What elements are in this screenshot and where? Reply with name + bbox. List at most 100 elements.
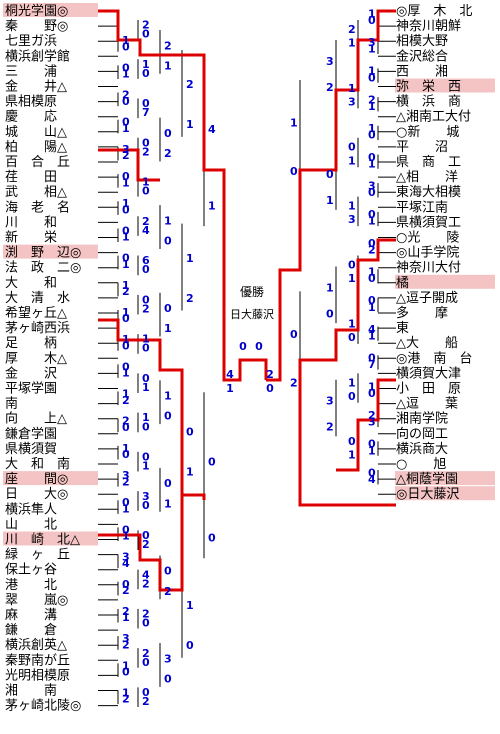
left-team-name: 厚 木△ xyxy=(5,351,67,366)
right-r3-score-top: 1 xyxy=(326,281,334,294)
right-team-name: 金沢総合 xyxy=(396,48,448,64)
left-team-name: 希望ヶ丘△ xyxy=(5,305,67,321)
left-r1-score-bottom: 0 xyxy=(122,40,130,53)
left-semi-score-bottom: 1 xyxy=(226,382,234,395)
left-r1-score-bottom: 1 xyxy=(122,122,130,135)
right-r1-score-bottom: 1 xyxy=(368,444,376,457)
left-r2-score-top: 1 xyxy=(142,333,150,346)
score-labels: 1001200132011001011210100112201032010134… xyxy=(122,7,376,708)
left-team-name: 日 大◎ xyxy=(5,487,68,502)
right-r3-score-bottom: 0 xyxy=(326,307,334,320)
right-r2-score-top: 2 xyxy=(348,23,356,36)
left-r2-score-bottom: 7 xyxy=(142,106,150,119)
right-r3-score-top: 0 xyxy=(326,168,334,181)
left-r2-score-bottom: 4 xyxy=(142,224,150,237)
left-r3-score-top: 1 xyxy=(164,390,172,403)
right-r4-score-top: 1 xyxy=(290,117,298,130)
left-r1-score-top: 1 xyxy=(122,333,130,346)
left-team-name: 足 柄 xyxy=(5,336,57,351)
right-r1-score-top: 3 xyxy=(368,179,376,192)
left-team-name: 海 老 名 xyxy=(5,199,70,215)
right-r4-score-bottom: 2 xyxy=(290,377,298,390)
left-team-name: 緑 ヶ 丘 xyxy=(5,548,70,563)
left-team-name: 横浜創英△ xyxy=(5,638,67,653)
right-team-name: △湘南工大付 xyxy=(396,109,471,125)
left-r2-score-top: 0 xyxy=(142,529,150,542)
right-r1-score-top: 1 xyxy=(368,7,376,20)
left-r1-score-top: 1 xyxy=(122,34,130,47)
left-r2-score-bottom: 2 xyxy=(142,145,150,158)
left-r1-score-top: 3 xyxy=(122,469,130,482)
right-team-name: 横浜商大 xyxy=(396,442,448,457)
right-r2-score-bottom: 1 xyxy=(348,154,356,167)
right-team-name: 向の岡工 xyxy=(396,426,448,442)
right-r1-score-bottom: 1 xyxy=(368,157,376,170)
right-r1-score-bottom: 0 xyxy=(368,272,376,285)
right-team-highlight xyxy=(395,274,495,289)
right-r2-score-top: 0 xyxy=(348,141,356,154)
left-r1-score-bottom: 1 xyxy=(122,367,130,380)
right-r2-score-bottom: 0 xyxy=(348,331,356,344)
right-r4-score-top: 0 xyxy=(290,328,298,341)
right-r1-score-top: 1 xyxy=(368,122,376,135)
left-r1-score-bottom: 2 xyxy=(122,285,130,298)
left-team-name: 桐光学園◎ xyxy=(5,3,68,19)
right-team-name: 平塚江南 xyxy=(396,199,448,215)
right-team-name: △相 洋 xyxy=(396,170,458,185)
left-team-name: 七里ガ浜 xyxy=(5,34,57,49)
right-r1-score-top: 4 xyxy=(368,323,376,336)
left-r1-score-bottom: 0 xyxy=(122,339,130,352)
left-r1-score-top: 1 xyxy=(122,306,130,319)
left-team-name: 法 政 二◎ xyxy=(5,261,81,276)
left-r1-score-bottom: 1 xyxy=(122,68,130,81)
right-team-name: 東海大相模 xyxy=(396,184,461,200)
left-r1-score-top: 1 xyxy=(122,387,130,400)
left-r1-score-bottom: 0 xyxy=(122,666,130,679)
left-r1-score-top: 1 xyxy=(122,659,130,672)
right-r3-score-bottom: 2 xyxy=(326,81,334,94)
left-r2-score-bottom: 1 xyxy=(142,381,150,394)
left-r1-score-top: 2 xyxy=(122,415,130,428)
right-r1-score-bottom: 0 xyxy=(368,387,376,400)
left-r1-score-top: 1 xyxy=(122,686,130,699)
right-r1-score-bottom: 1 xyxy=(368,215,376,228)
left-r1-score-top: 1 xyxy=(122,197,130,210)
right-r1-score-bottom: 0 xyxy=(368,14,376,27)
left-r3-score-bottom: 0 xyxy=(164,235,172,248)
left-team-name: 山 北 xyxy=(5,517,57,532)
left-team-name: 横浜創学館 xyxy=(5,48,70,64)
left-r3-score-bottom: 1 xyxy=(164,322,172,335)
left-r1-score-top: 0 xyxy=(122,360,130,373)
right-r1-score-top: 2 xyxy=(368,93,376,106)
right-team-name: 県 商 工 xyxy=(396,155,461,170)
left-team-highlight xyxy=(3,3,98,17)
right-team-name: ◎厚 木 北 xyxy=(396,4,472,19)
left-r2-score-top: 3 xyxy=(142,490,150,503)
right-r2-score-top: 1 xyxy=(348,200,356,213)
right-team-name: △大 船 xyxy=(396,336,458,351)
left-r5-score-top: 4 xyxy=(208,123,216,136)
right-r3-score-top: 3 xyxy=(326,55,334,68)
winner-trail xyxy=(266,9,396,382)
right-r1-score-top: 0 xyxy=(368,466,376,479)
left-team-highlight xyxy=(3,531,98,546)
left-team-name: 向 上△ xyxy=(5,411,67,427)
right-team-highlight xyxy=(395,486,495,501)
right-r1-score-bottom: 1 xyxy=(368,301,376,314)
left-team-name: 県相模原 xyxy=(5,95,57,110)
left-r2-score-bottom: 1 xyxy=(142,460,150,473)
right-r1-score-top: 2 xyxy=(368,409,376,422)
right-team-name: ○新 城 xyxy=(396,124,459,140)
right-r1-score-top: 0 xyxy=(368,352,376,365)
left-team-name: 百 合 丘 xyxy=(5,155,70,170)
left-r1-score-bottom: 1 xyxy=(122,258,130,271)
right-r1-score-bottom: 2 xyxy=(368,243,376,256)
right-r1-score-top: 0 xyxy=(368,294,376,307)
left-team-name: 麻 溝 xyxy=(5,608,57,623)
right-r1-score-bottom: 3 xyxy=(368,416,376,429)
right-team-name: 相模大野 xyxy=(396,34,448,49)
right-r2-score-top: 1 xyxy=(348,376,356,389)
right-team-name: 多 摩 xyxy=(396,305,448,321)
